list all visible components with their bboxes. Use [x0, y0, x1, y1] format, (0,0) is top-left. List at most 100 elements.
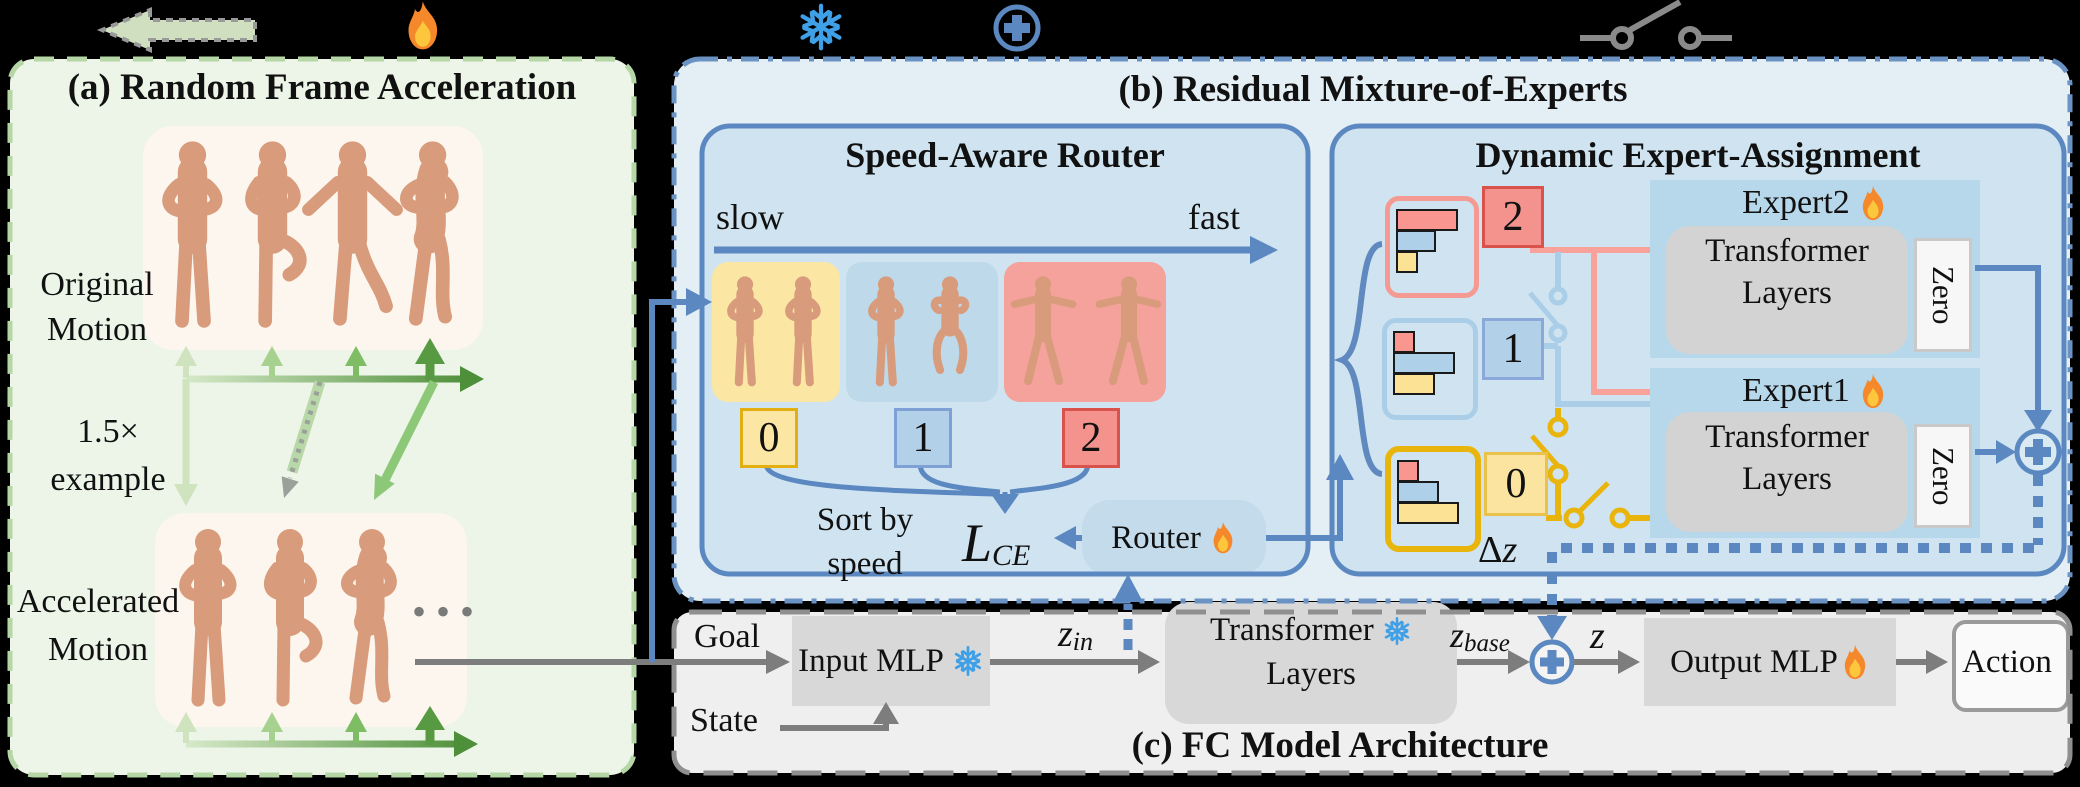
wire-group2	[1530, 247, 1650, 395]
expert2-title: Expert2	[1742, 184, 1850, 221]
zero-label: Zero	[1926, 446, 1961, 506]
speed-router-title: Speed-Aware Router	[845, 135, 1165, 175]
bar-yellow	[1396, 251, 1418, 273]
router-pill: Router	[1082, 500, 1266, 576]
person-figure	[251, 141, 299, 321]
person-figure	[872, 276, 900, 382]
output-mlp-box: Output MLP	[1644, 618, 1896, 706]
group-label-0-text: 0	[758, 415, 780, 461]
person-figure	[406, 141, 452, 318]
plus-circle-fc	[1529, 639, 1575, 685]
bar-red	[1397, 460, 1419, 482]
expert1-header: Expert1	[1650, 372, 1980, 410]
wire-group1	[1528, 252, 1650, 407]
ellipsis-dots: • • •	[411, 589, 474, 634]
group-label-2-text: 2	[1080, 415, 1102, 461]
wire-group0	[1530, 408, 1650, 529]
delta-var: z	[1502, 529, 1518, 571]
delta-z-label: Δz	[1478, 528, 1517, 572]
speed-group-slow	[712, 262, 840, 402]
expert2-transformer-bg	[1666, 226, 1908, 354]
weight-label-1-text: 1	[1502, 326, 1524, 372]
transformer-line1: Transformer	[1705, 233, 1869, 269]
bar-blue	[1393, 352, 1455, 374]
expert1-title: Expert1	[1742, 372, 1850, 409]
flame-icon	[1862, 373, 1883, 408]
input-mlp-box: Input MLP	[792, 616, 990, 706]
delta-z-path	[1547, 475, 2043, 618]
transformer-line2: Layers	[1742, 461, 1832, 497]
person-figure	[270, 529, 316, 700]
assignment-wires	[1333, 241, 2062, 640]
fc-transformer-line1: Transformer	[1165, 608, 1457, 652]
speed-group-mid	[846, 262, 998, 402]
expert1-transformer-bg	[1666, 412, 1908, 532]
fc-transformer-bg	[1165, 602, 1457, 724]
loss-symbol: L	[962, 513, 993, 573]
accelerated-motion-line1: Accelerated	[16, 583, 180, 620]
z-in-sub: in	[1072, 627, 1094, 657]
weight-label-0-text: 0	[1505, 461, 1527, 507]
input-mlp-label: Input MLP	[798, 642, 944, 679]
plus-circle-icon	[993, 4, 1041, 52]
person-figure	[308, 141, 396, 318]
fc-transformer-line2: Layers	[1266, 656, 1356, 692]
weight-label-2: 2	[1482, 186, 1544, 248]
person-figure	[789, 276, 817, 382]
person-figure	[185, 529, 230, 700]
person-figure	[1099, 276, 1157, 381]
output-mlp-label: Output MLP	[1670, 643, 1838, 680]
sort-line2: speed	[827, 546, 903, 582]
snowflake-icon	[799, 6, 843, 49]
panel-b-title: (b) Residual Mixture-of-Experts	[1118, 69, 1628, 110]
switch-icon	[1580, 0, 1732, 50]
original-motion-label: Original Motion	[22, 262, 172, 352]
person-figure	[731, 276, 759, 382]
z-in-label: zin	[1058, 612, 1093, 657]
original-motion-line1: Original	[40, 266, 154, 303]
speed-router-wires	[714, 236, 1354, 650]
weight-chart-0	[1385, 446, 1481, 552]
person-figure	[347, 529, 391, 698]
bar-blue	[1396, 230, 1436, 252]
panel-c-title: (c) FC Model Architecture	[1131, 725, 1549, 766]
person-figure	[169, 141, 217, 321]
person-figures	[169, 141, 1158, 700]
group-label-2: 2	[1062, 408, 1120, 468]
z-label: z	[1590, 615, 1605, 657]
slow-label: slow	[716, 197, 785, 237]
action-box: Action	[1952, 620, 2062, 704]
bar-yellow	[1397, 502, 1459, 524]
action-label: Action	[1962, 643, 2052, 680]
weight-label-1: 1	[1482, 318, 1544, 380]
transformer-line2: Layers	[1742, 275, 1832, 311]
group-label-1: 1	[894, 408, 952, 468]
brace	[1333, 241, 1383, 477]
fast-label: fast	[1188, 197, 1240, 237]
example-line1: 1.5×	[77, 413, 139, 450]
state-label: State	[690, 702, 758, 739]
example-line2: example	[50, 461, 166, 498]
expert1-zero-box: Zero	[1914, 424, 1972, 528]
expert2-header: Expert2	[1650, 184, 1980, 222]
expert2-transformer-label: Transformer Layers	[1666, 230, 1908, 314]
snowflake-icon	[1382, 616, 1412, 646]
group-label-1-text: 1	[912, 415, 934, 461]
loss-subscript: CE	[992, 539, 1031, 573]
ce-loss-label: LCE	[962, 512, 1030, 574]
panel-a-title: (a) Random Frame Acceleration	[67, 67, 577, 108]
accelerated-motion-label: Accelerated Motion	[12, 578, 184, 674]
panel-c-arrows	[780, 639, 1948, 731]
weight-label-0: 0	[1484, 452, 1548, 516]
expert1-transformer-label: Transformer Layers	[1666, 416, 1908, 500]
fc-transformer-label: Transformer Layers	[1165, 608, 1457, 696]
flame-icon	[1844, 644, 1866, 679]
bar-blue	[1397, 481, 1439, 503]
panel-a-arrows	[174, 338, 484, 757]
transformer-line1: Transformer	[1705, 419, 1869, 455]
router-pill-bg	[1082, 500, 1266, 576]
flame-icon	[1862, 185, 1883, 220]
group-label-0: 0	[740, 408, 798, 468]
